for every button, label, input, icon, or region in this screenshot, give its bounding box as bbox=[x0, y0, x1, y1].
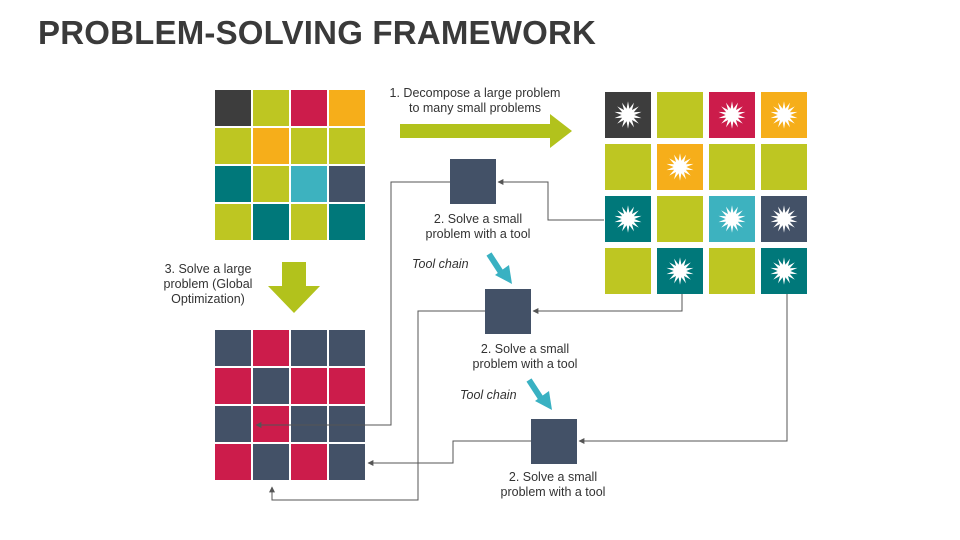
decomposed-problem-grid bbox=[605, 92, 807, 294]
grid-cell bbox=[215, 406, 251, 442]
grid-cell bbox=[253, 166, 289, 202]
grid-cell bbox=[253, 90, 289, 126]
starburst-icon bbox=[614, 205, 642, 233]
grid-cell bbox=[291, 330, 327, 366]
grid-cell bbox=[657, 196, 703, 242]
grid-cell bbox=[291, 90, 327, 126]
grid-cell bbox=[253, 204, 289, 240]
starburst-icon bbox=[718, 205, 746, 233]
grid-cell bbox=[657, 92, 703, 138]
grid-cell bbox=[291, 166, 327, 202]
grid-cell bbox=[215, 444, 251, 480]
starburst-icon bbox=[770, 101, 798, 129]
grid-cell bbox=[215, 368, 251, 404]
tool-box-3 bbox=[531, 419, 577, 464]
grid-cell bbox=[291, 444, 327, 480]
starburst-icon bbox=[770, 257, 798, 285]
result-grid bbox=[215, 330, 365, 480]
grid-cell bbox=[253, 444, 289, 480]
down-arrow-icon bbox=[268, 262, 320, 313]
grid-cell bbox=[253, 368, 289, 404]
step-solve-small-label-1: 2. Solve a small problem with a tool bbox=[425, 212, 531, 241]
grid-cell bbox=[329, 368, 365, 404]
starburst-icon bbox=[614, 101, 642, 129]
diagonal-arrow-icon bbox=[526, 378, 552, 410]
page-title: PROBLEM-SOLVING FRAMEWORK bbox=[38, 14, 597, 51]
tool-chain-label-2: Tool chain bbox=[460, 388, 517, 402]
starburst-icon bbox=[718, 101, 746, 129]
tool-box-1 bbox=[450, 159, 496, 204]
diagonal-arrow-icon bbox=[486, 252, 512, 284]
step-solve-large-label: 3. Solve a large problem (Global Optimiz… bbox=[163, 262, 253, 306]
grid-cell bbox=[329, 204, 365, 240]
grid-cell bbox=[329, 444, 365, 480]
step-solve-small-label-3: 2. Solve a small problem with a tool bbox=[500, 470, 606, 499]
grid-cell bbox=[291, 204, 327, 240]
starburst-icon bbox=[770, 205, 798, 233]
grid-cell bbox=[329, 90, 365, 126]
grid-cell bbox=[253, 330, 289, 366]
tool-chain-label-1: Tool chain bbox=[412, 257, 469, 271]
grid-cell bbox=[709, 248, 755, 294]
grid-cell bbox=[709, 144, 755, 190]
grid-cell bbox=[291, 128, 327, 164]
connectors bbox=[255, 179, 788, 501]
grid-cell bbox=[215, 166, 251, 202]
starburst-icon bbox=[666, 153, 694, 181]
starburst-icon bbox=[666, 257, 694, 285]
grid-cell bbox=[329, 128, 365, 164]
tool-box-2 bbox=[485, 289, 531, 334]
grid-cell bbox=[761, 144, 807, 190]
grid-cell bbox=[329, 166, 365, 202]
grid-cell bbox=[253, 128, 289, 164]
grid-cell bbox=[215, 204, 251, 240]
step-solve-small-label-2: 2. Solve a small problem with a tool bbox=[472, 342, 578, 371]
step-decompose-label: 1. Decompose a large problem to many sma… bbox=[389, 86, 561, 115]
grid-cell bbox=[605, 144, 651, 190]
grid-cell bbox=[215, 128, 251, 164]
grid-cell bbox=[605, 248, 651, 294]
grid-cell bbox=[329, 330, 365, 366]
grid-cell bbox=[215, 90, 251, 126]
grid-cell bbox=[291, 368, 327, 404]
grid-cell bbox=[291, 406, 327, 442]
grid-cell bbox=[215, 330, 251, 366]
right-arrow-icon bbox=[400, 114, 572, 148]
grid-cell bbox=[329, 406, 365, 442]
input-problem-grid bbox=[215, 90, 365, 240]
grid-cell bbox=[253, 406, 289, 442]
